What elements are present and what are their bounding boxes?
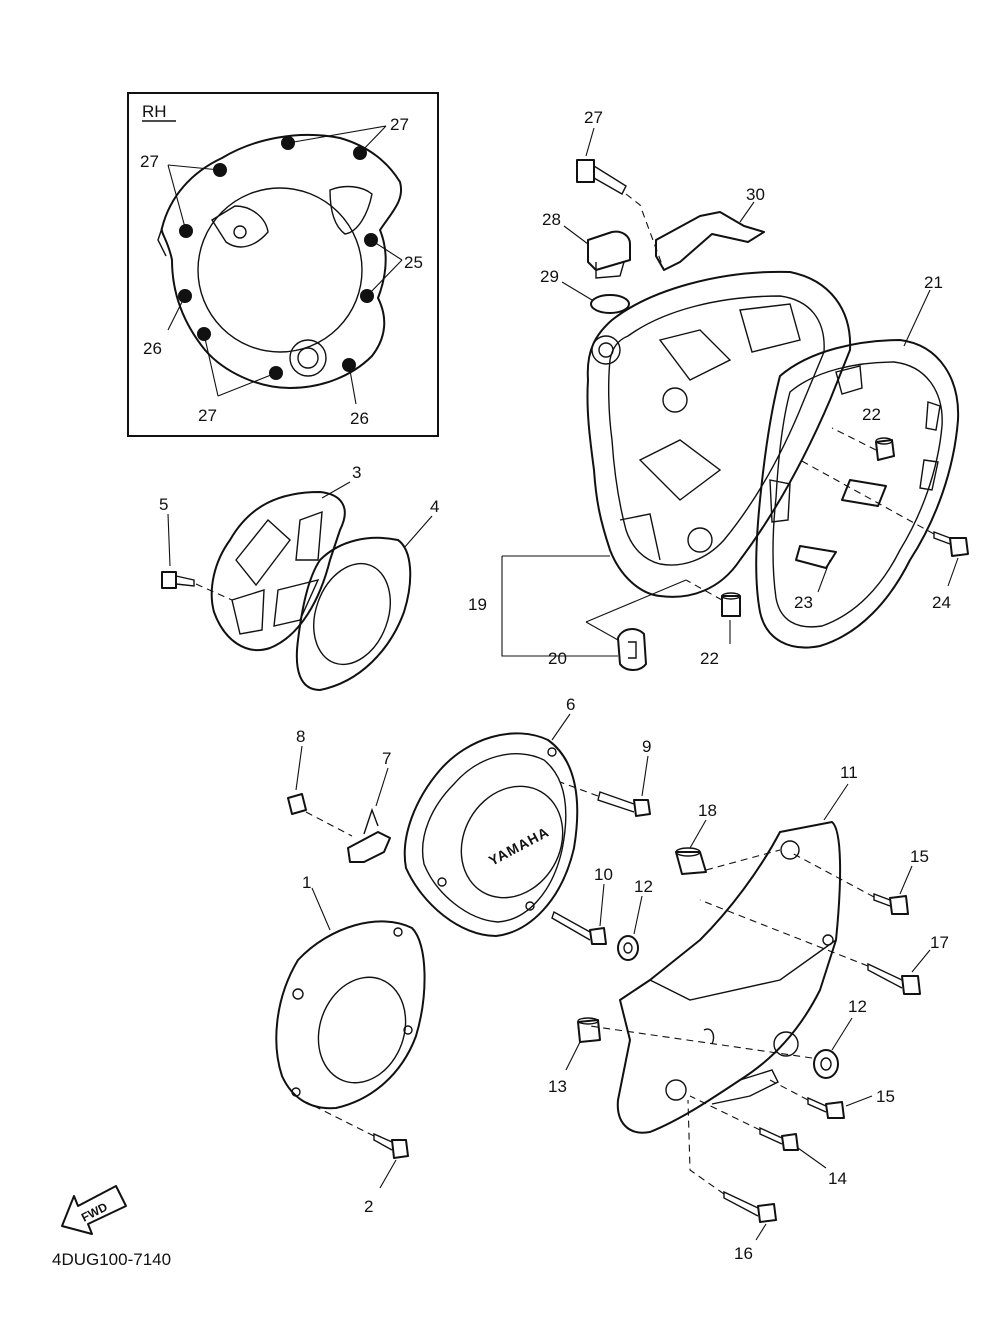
inset-callout-27: 27	[390, 115, 409, 134]
part-8-bolt	[287, 745, 353, 837]
part-6-cover: YAMAHA	[403, 713, 579, 937]
callout-21: 21	[924, 273, 943, 292]
inset-cover	[157, 133, 403, 389]
callout-4: 4	[430, 497, 439, 516]
part-22-dowel-upper	[831, 427, 895, 461]
part-22-dowel-lower	[685, 579, 741, 644]
part-1-cover	[275, 887, 426, 1110]
part-18-dowel	[675, 819, 781, 875]
diagram-code: 4DUG100-7140	[52, 1250, 171, 1269]
part-2-bolt	[305, 1101, 409, 1189]
callout-23: 23	[794, 593, 813, 612]
callout-6: 6	[566, 695, 575, 714]
inset-frame	[127, 92, 439, 437]
callout-15: 15	[910, 847, 929, 866]
callout-22: 22	[862, 405, 881, 424]
part-13-dowel	[565, 1017, 601, 1071]
part-5-bolt	[161, 513, 233, 601]
callout-17: 17	[930, 933, 949, 952]
callout-16: 16	[734, 1244, 753, 1263]
callout-3: 3	[352, 463, 361, 482]
callout-20: 20	[548, 649, 567, 668]
part-20-plug	[617, 628, 647, 671]
part-9-bolt	[559, 755, 651, 817]
callout-28: 28	[542, 210, 561, 229]
callout-15: 15	[876, 1087, 895, 1106]
part-24-bolt	[799, 459, 969, 587]
callout-5: 5	[159, 495, 168, 514]
callout-12: 12	[634, 877, 653, 896]
callout-9: 9	[642, 737, 651, 756]
inset-callout-26: 26	[350, 409, 369, 428]
part-30-bracket	[655, 201, 765, 271]
yamaha-logo: YAMAHA	[486, 823, 552, 868]
part-10-bolt	[551, 883, 607, 945]
inset-bolt-markers	[178, 136, 378, 380]
callout-11: 11	[840, 763, 858, 782]
part-3-plate	[210, 491, 346, 652]
part-28-oil-filler-cap	[563, 225, 631, 279]
forward-arrow-icon: FWD	[61, 1185, 127, 1235]
part-4-gasket	[295, 536, 412, 691]
part-27-bolt-top	[576, 127, 665, 271]
part-15-bolt-lower	[769, 1079, 873, 1119]
part-7-bracket	[347, 767, 391, 863]
part-14-bolt	[689, 1095, 827, 1169]
callout-12: 12	[848, 997, 867, 1016]
callout-13: 13	[548, 1077, 567, 1096]
callout-14: 14	[828, 1169, 847, 1188]
callout-7: 7	[382, 749, 391, 768]
part-16-bolt	[687, 1099, 777, 1241]
inset-label: RH	[142, 102, 167, 121]
crankcase-cover-body	[586, 270, 852, 598]
part-29-o-ring	[561, 281, 630, 314]
inset-callout-27: 27	[198, 406, 217, 425]
rh-inset: RH	[127, 92, 439, 437]
callout-30: 30	[746, 185, 765, 204]
part-17-bolt	[699, 899, 931, 995]
callout-18: 18	[698, 801, 717, 820]
inset-callout-27: 27	[140, 152, 159, 171]
callout-1: 1	[302, 873, 311, 892]
inset-callout-26: 26	[143, 339, 162, 358]
part-12-washer-upper	[617, 895, 643, 961]
callout-2: 2	[364, 1197, 373, 1216]
callout-24: 24	[932, 593, 951, 612]
part-23-plates	[795, 479, 887, 593]
callout-27: 27	[584, 108, 603, 127]
part-12-washer-lower	[589, 1017, 853, 1079]
part-11-cover	[616, 783, 849, 1134]
part-15-bolt-upper	[789, 851, 913, 915]
inset-callout-25: 25	[404, 253, 423, 272]
part-21-gasket	[755, 289, 960, 649]
callout-22: 22	[700, 649, 719, 668]
callout-10: 10	[594, 865, 613, 884]
callout-8: 8	[296, 727, 305, 746]
callout-19: 19	[468, 595, 487, 614]
callout-29: 29	[540, 267, 559, 286]
